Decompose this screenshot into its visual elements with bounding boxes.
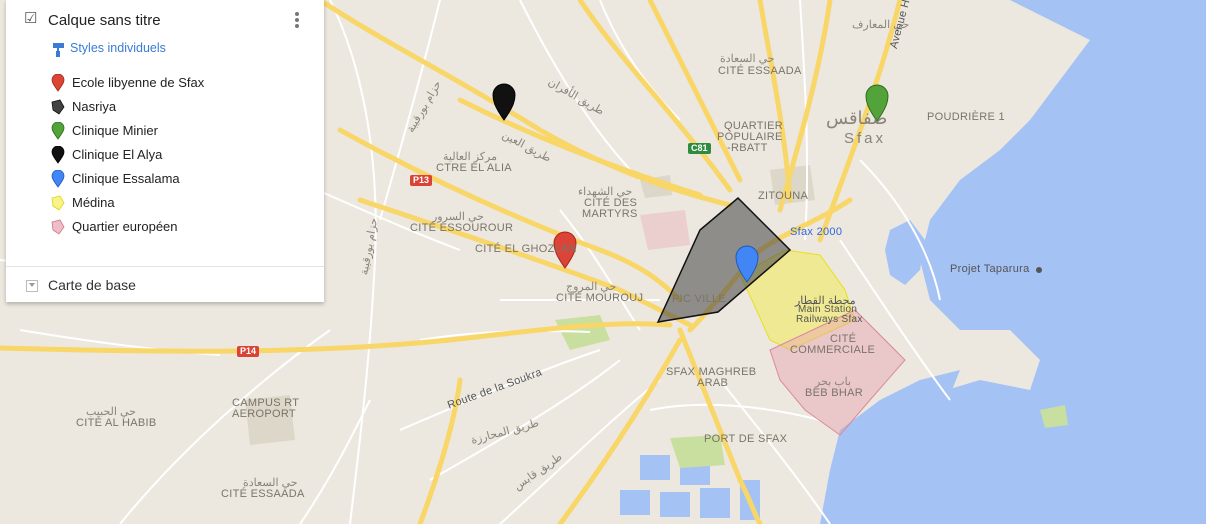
clinique-minier-marker[interactable] xyxy=(865,84,889,122)
road-shield-c81: C81 xyxy=(688,143,711,154)
map-label-ar: حي المعارف xyxy=(852,19,910,31)
map-label-cite: CITÉ xyxy=(830,333,857,345)
feature-label: Clinique Minier xyxy=(72,123,158,138)
map-label-campus: CAMPUS RT xyxy=(232,397,300,409)
base-map-row[interactable]: Carte de base xyxy=(6,274,324,298)
map-label-zitouna: ZITOUNA xyxy=(758,190,809,202)
feature-item-nasriya[interactable]: Nasriya xyxy=(6,96,324,120)
map-label-martyrs: MARTYRS xyxy=(582,208,638,220)
layer-visibility-checkbox[interactable]: ☑ xyxy=(24,10,38,27)
salt-pan xyxy=(660,492,690,517)
map-label-cite-essourour: CITÉ ESSOUROUR xyxy=(410,222,514,234)
feature-item-clinique-minier[interactable]: Clinique Minier xyxy=(6,120,324,144)
clinique-essalama-marker[interactable] xyxy=(735,245,759,283)
polygon-icon xyxy=(51,99,65,115)
pink-polygon-icon xyxy=(51,219,65,235)
park-area xyxy=(670,435,725,468)
map-label-ar: حي المروج xyxy=(566,281,617,293)
road-shield-p14: P14 xyxy=(237,346,260,357)
map-label-railways: Railways Sfax xyxy=(796,314,863,325)
map-label-cite-al-habib: CITÉ AL HABIB xyxy=(76,417,157,429)
map-label-rbatt: -RBATT xyxy=(727,142,768,154)
map-label-cite-el-ghozlan: CITÉ EL GHOZLAN xyxy=(475,243,577,255)
poi-dot xyxy=(1036,267,1042,273)
map-label-port-de-sfax: PORT DE SFAX xyxy=(704,433,788,445)
red-pin-icon xyxy=(51,74,65,92)
map-label-cite-des: CITÉ DES xyxy=(584,197,638,209)
map-label-pic-ville: PIC VILLE xyxy=(672,293,727,305)
layer-options-icon[interactable] xyxy=(291,10,303,30)
quartier-europeen-polygon[interactable] xyxy=(769,309,906,436)
feature-label: Clinique Essalama xyxy=(72,171,180,186)
base-map-label: Carte de base xyxy=(48,277,136,293)
sea xyxy=(870,0,1206,524)
feature-item-ecole-libyenne[interactable]: Ecole libyenne de Sfax xyxy=(6,72,324,96)
nasriya-polygon[interactable] xyxy=(656,196,792,323)
map-label-arab: ARAB xyxy=(697,377,729,389)
feature-label: Médina xyxy=(72,195,115,210)
map-label-sfax-maghreb: SFAX MAGHREB xyxy=(666,366,757,378)
black-pin-icon xyxy=(51,146,65,164)
map-label-beb-bhar: BEB BHAR xyxy=(805,387,864,399)
map-label-ar: حي السعادة xyxy=(243,477,298,489)
park-area xyxy=(1040,405,1068,428)
map-label-aeroport: AEROPORT xyxy=(232,408,296,420)
blue-pin-icon xyxy=(51,170,65,188)
port-basin xyxy=(820,370,960,524)
map-label-ar: مركز العالية xyxy=(443,151,497,163)
road-shield-p13: P13 xyxy=(410,175,433,186)
map-label-ar: باب بحر xyxy=(815,376,852,388)
map-label-ar: حي الحبيب xyxy=(86,406,136,418)
layer-header: ☑ Calque sans titre xyxy=(6,6,324,34)
clinique-el-alya-marker[interactable] xyxy=(492,83,516,121)
map-label-sfax-ar: صفاقس xyxy=(826,108,888,128)
feature-item-clinique-el-alya[interactable]: Clinique El Alya xyxy=(6,144,324,168)
feature-label: Nasriya xyxy=(72,99,117,114)
map-label-ar: حي الشهداء xyxy=(578,186,633,198)
map-label-cite-mourouj: CITÉ MOUROUJ xyxy=(556,292,644,304)
medina-polygon[interactable] xyxy=(739,249,856,351)
paint-roller-icon xyxy=(53,43,64,57)
feature-item-clinique-essalama[interactable]: Clinique Essalama xyxy=(6,168,324,192)
yellow-polygon-icon xyxy=(51,195,65,211)
styles-label: Styles individuels xyxy=(70,41,166,55)
feature-label: Clinique El Alya xyxy=(72,147,163,162)
expand-toggle-icon[interactable] xyxy=(26,280,38,292)
map-label-cite-essaada-sw: CITÉ ESSAADA xyxy=(221,488,305,500)
map-label-commerciale: COMMERCIALE xyxy=(790,344,876,356)
map-label-populaire: POPULAIRE xyxy=(717,131,783,143)
lagoon xyxy=(885,220,925,285)
feature-item-quartier-europeen[interactable]: Quartier européen xyxy=(6,216,324,240)
divider xyxy=(6,266,324,267)
cite-pink-block xyxy=(640,210,690,250)
block-area xyxy=(245,395,295,445)
map-label-ar: محطة القطار xyxy=(795,295,856,307)
map-label-ar: حي السعادة xyxy=(720,53,775,65)
ecole-libyenne-marker[interactable] xyxy=(553,231,577,269)
feature-item-medina[interactable]: Médina xyxy=(6,192,324,216)
salt-pan xyxy=(700,488,730,518)
salt-pan xyxy=(640,455,670,480)
map-label-sfax: Sfax xyxy=(844,130,887,147)
map-label-cite-essaada: CITÉ ESSAADA xyxy=(718,65,802,77)
block-area xyxy=(770,165,815,205)
feature-label: Quartier européen xyxy=(72,219,178,234)
map-label-ctre-el-alia: CTRE EL ALIA xyxy=(436,162,512,174)
layer-title[interactable]: Calque sans titre xyxy=(48,12,161,29)
map-label-poudriere: POUDRIÈRE 1 xyxy=(927,111,1005,123)
map-label-sfax2000: Sfax 2000 xyxy=(790,226,843,238)
map-label-ar: حي السرور xyxy=(432,211,484,223)
feature-label: Ecole libyenne de Sfax xyxy=(72,75,205,90)
map-label-quartier: QUARTIER xyxy=(724,120,784,132)
green-pin-icon xyxy=(51,122,65,140)
layers-panel: ☑ Calque sans titre Styles individuels E… xyxy=(6,0,324,302)
map-label-main-station: Main Station xyxy=(798,304,858,315)
salt-pan xyxy=(620,490,650,515)
map-label-projet-taparura: Projet Taparura xyxy=(950,263,1030,275)
